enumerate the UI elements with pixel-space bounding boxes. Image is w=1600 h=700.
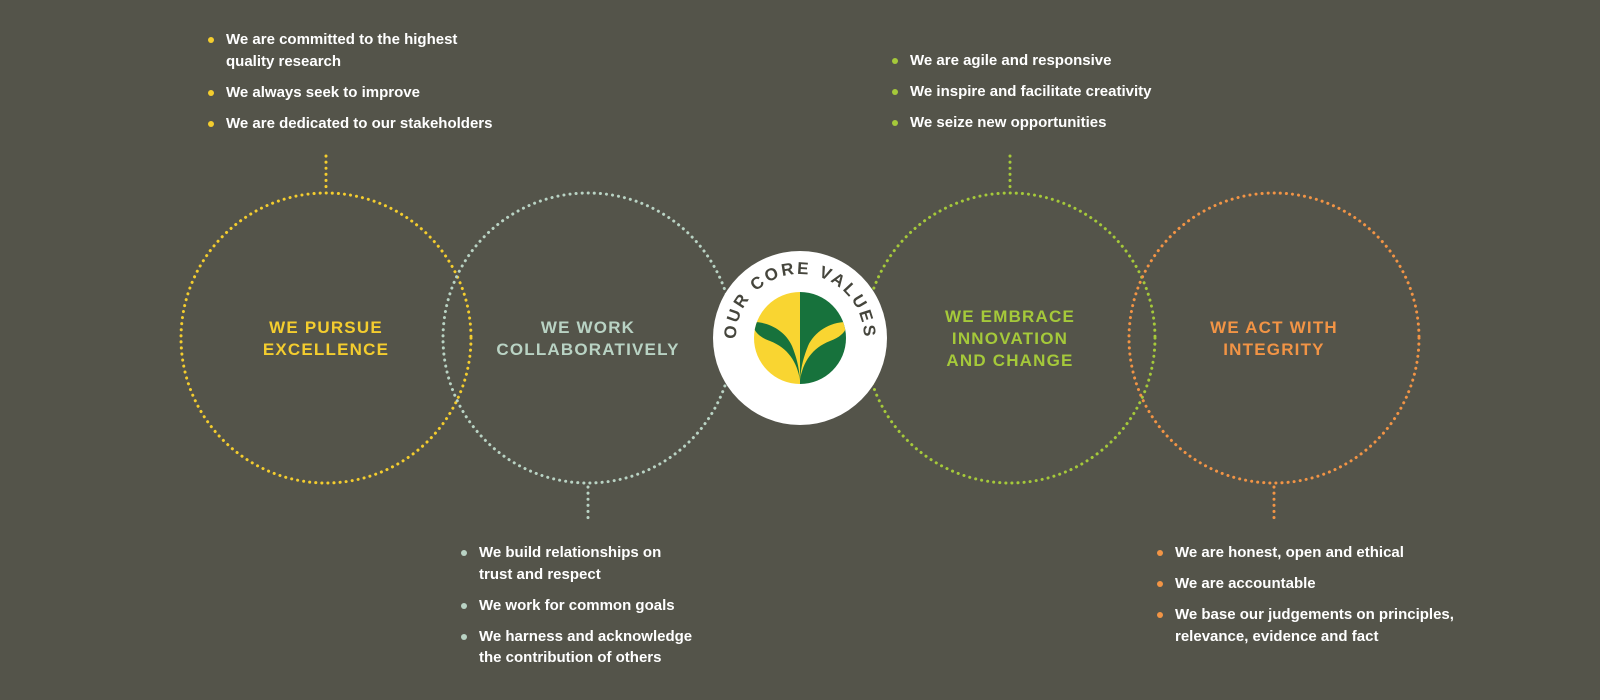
bullet-text: We work for common goals — [479, 596, 675, 614]
list-item: We inspire and facilitate creativity — [892, 81, 1151, 103]
bullet-text: We are dedicated to our stakeholders — [226, 114, 493, 132]
list-item: We build relationships on trust and resp… — [461, 542, 692, 585]
bullet-dot-icon — [461, 602, 467, 609]
bullet-text: We inspire and facilitate creativity — [910, 83, 1152, 100]
bullet-dot-icon — [1157, 581, 1163, 587]
value-title-collaboration: WE WORK COLLABORATIVELY — [496, 318, 680, 359]
bullet-text: We are agile and responsive — [910, 52, 1112, 69]
bullet-dot-icon — [892, 58, 898, 64]
bullet-text: We always seek to improve — [226, 83, 420, 101]
value-ring-excellence — [179, 191, 473, 485]
bullet-text: We base our judgements on principles, re… — [1175, 606, 1454, 645]
value-bullets-integrity: We are honest, open and ethical We are ac… — [1157, 542, 1454, 657]
list-item: We work for common goals — [461, 595, 692, 617]
bullet-dot-icon — [892, 120, 898, 126]
value-title-excellence: WE PURSUE EXCELLENCE — [262, 318, 390, 359]
bullet-dot-icon — [1157, 550, 1163, 556]
list-item: We base our judgements on principles, re… — [1157, 604, 1454, 647]
value-ring-innovation — [863, 191, 1157, 485]
leaf-right-icon — [800, 322, 846, 380]
bullet-dot-icon — [208, 89, 214, 96]
bullet-text: We are honest, open and ethical — [1175, 544, 1404, 561]
bullet-dot-icon — [892, 89, 898, 95]
list-item: We harness and acknowledge the contribut… — [461, 626, 692, 669]
list-item: We are dedicated to our stakeholders — [208, 113, 492, 135]
list-item: We are honest, open and ethical — [1157, 542, 1454, 564]
value-ring-integrity — [1127, 191, 1421, 485]
value-bullets-innovation: We are agile and responsive We inspire an… — [892, 50, 1151, 143]
leaf-left-icon — [754, 322, 800, 380]
bullet-dot-icon — [461, 550, 467, 556]
list-item: We always seek to improve — [208, 82, 492, 104]
center-badge: OUR CORE VALUES — [713, 251, 887, 425]
list-item: We are accountable — [1157, 573, 1454, 595]
bullet-text: We build relationships on trust and resp… — [479, 544, 662, 583]
bullet-text: We seize new opportunities — [910, 114, 1107, 131]
bullet-text: We harness and acknowledge the contribut… — [479, 627, 693, 667]
list-item: We are agile and responsive — [892, 50, 1151, 72]
bullet-dot-icon — [461, 633, 467, 640]
value-bullets-collaboration: We build relationships on trust and resp… — [461, 542, 692, 678]
bullet-dot-icon — [1157, 612, 1163, 618]
list-item: We are committed to the highest quality … — [208, 29, 492, 72]
bullet-text: We are committed to the highest quality … — [226, 31, 458, 70]
value-title-innovation: WE EMBRACE INNOVATION AND CHANGE — [944, 307, 1076, 370]
bullet-dot-icon — [208, 120, 214, 127]
value-bullets-excellence: We are committed to the highest quality … — [208, 29, 492, 144]
bullet-dot-icon — [208, 37, 214, 43]
bullet-text: We are accountable — [1175, 575, 1316, 592]
value-title-integrity: WE ACT WITH INTEGRITY — [1210, 318, 1338, 359]
list-item: We seize new opportunities — [892, 112, 1151, 134]
